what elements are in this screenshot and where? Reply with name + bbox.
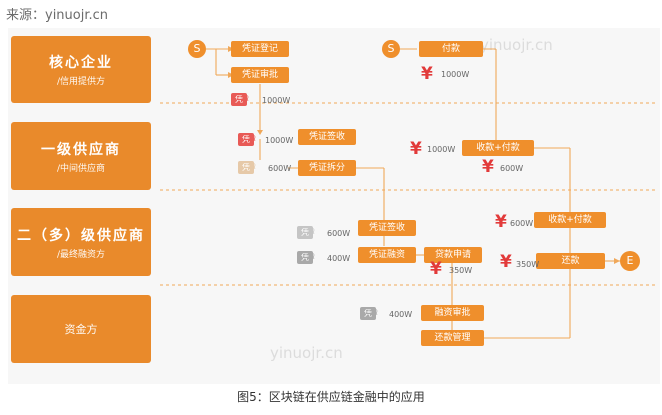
lane-tier1-supplier-subtitle: /中间供应商 [56, 163, 106, 174]
voucher-icon: 凭 [360, 307, 376, 320]
amount-label: 400W [327, 254, 351, 263]
lane-core-enterprise-title: 核心企业 [49, 55, 113, 71]
figure-caption: 图5：区块链在供应链金融中的应用 [237, 390, 425, 404]
yen-icon: ¥ [430, 259, 442, 279]
box-finance-approve: 融资审批 [421, 305, 484, 321]
yen-icon: ¥ [495, 212, 507, 232]
voucher-tear-icon: ≀ [246, 94, 250, 104]
amount-label: 1000W [441, 70, 470, 79]
amount-label: 600W [327, 229, 351, 238]
lane-fund-provider-title: 资金方 [64, 323, 98, 336]
yen-icon: ¥ [421, 64, 433, 84]
lane-tier1-supplier: 一级供应商 /中间供应商 [11, 122, 151, 190]
yen-icon: ¥ [482, 157, 494, 177]
amount-label: 1000W [262, 96, 291, 105]
amount-label: 600W [500, 164, 524, 173]
box-receive-pay-1: 收款+付款 [462, 140, 534, 156]
voucher-tear-icon: ≀ [253, 162, 257, 172]
amount-label: 350W [516, 260, 540, 269]
start-node-payment: S [382, 40, 400, 58]
lane-tier2-supplier: 二（多）级供应商 /最终融资方 [11, 208, 151, 276]
source-label: 来源：yinuojr.cn [6, 8, 109, 23]
watermark-bottom: yinuojr.cn [270, 344, 343, 362]
box-repay: 还款 [536, 253, 605, 269]
watermark-top: yinuojr.cn [480, 36, 553, 54]
box-voucher-approve: 凭证审批 [231, 67, 289, 83]
end-node: E [620, 251, 640, 271]
amount-label: 1000W [427, 145, 456, 154]
lane-tier1-supplier-title: 一级供应商 [41, 141, 121, 158]
voucher-icon: 凭 [238, 161, 254, 174]
box-voucher-register: 凭证登记 [231, 41, 289, 57]
voucher-tear-icon: ≀ [375, 308, 379, 318]
amount-label: 1000W [265, 136, 294, 145]
box-voucher-finance: 凭证融资 [358, 247, 416, 263]
amount-label: 600W [510, 219, 534, 228]
lane-tier2-supplier-subtitle: /最终融资方 [56, 249, 106, 260]
amount-label: 350W [449, 266, 473, 275]
start-node-core: S [188, 40, 206, 58]
yen-icon: ¥ [410, 139, 422, 159]
box-voucher-split: 凭证拆分 [298, 160, 356, 176]
amount-label: 400W [389, 310, 413, 319]
lane-fund-provider: 资金方 [11, 295, 151, 363]
lane-tier2-supplier-title: 二（多）级供应商 [17, 227, 145, 244]
voucher-tear-icon: ≀ [312, 227, 316, 237]
box-loan-apply: 贷款申请 [424, 247, 482, 263]
voucher-icon: 凭 [297, 251, 313, 264]
lane-core-enterprise: 核心企业 /信用提供方 [11, 36, 151, 103]
box-payment: 付款 [419, 41, 483, 57]
voucher-icon: 凭 [238, 133, 254, 146]
voucher-icon: 凭 [297, 226, 313, 239]
voucher-icon: 凭 [231, 93, 247, 106]
box-repay-manage: 还款管理 [421, 330, 484, 346]
yen-icon: ¥ [500, 252, 512, 272]
voucher-tear-icon: ≀ [253, 134, 257, 144]
lane-core-enterprise-subtitle: /信用提供方 [56, 77, 106, 87]
box-voucher-receive-2: 凭证签收 [358, 220, 416, 236]
box-voucher-receive-1: 凭证签收 [298, 129, 356, 145]
amount-label: 600W [268, 164, 292, 173]
box-receive-pay-2: 收款+付款 [534, 212, 606, 228]
voucher-tear-icon: ≀ [312, 252, 316, 262]
